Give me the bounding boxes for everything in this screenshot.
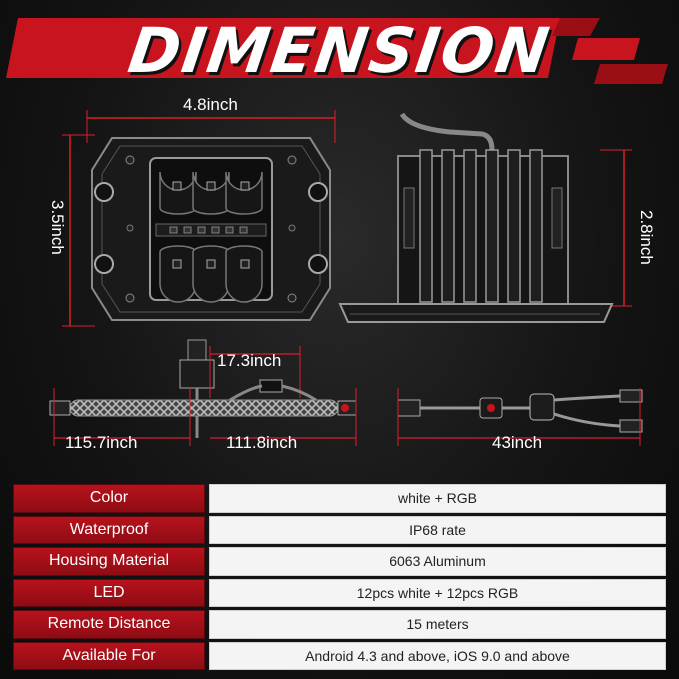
spec-value: IP68 rate bbox=[209, 515, 666, 544]
spec-value: 12pcs white + 12pcs RGB bbox=[209, 578, 666, 607]
spec-row-housing: Housing Material 6063 Aluminum bbox=[13, 547, 666, 576]
spec-label: Housing Material bbox=[13, 547, 205, 576]
spec-value: white + RGB bbox=[209, 484, 666, 513]
middle-cable-label: 111.8inch bbox=[226, 433, 297, 452]
left-cable-label: 115.7inch bbox=[65, 433, 137, 452]
spec-table: Color white + RGB Waterproof IP68 rate H… bbox=[13, 484, 666, 673]
height-label: 3.5inch bbox=[48, 200, 67, 255]
depth-label: 2.8inch bbox=[637, 210, 656, 265]
spec-value: 15 meters bbox=[209, 610, 666, 639]
spec-label: Color bbox=[13, 484, 205, 513]
title-banner bbox=[6, 18, 668, 84]
spec-row-led: LED 12pcs white + 12pcs RGB bbox=[13, 578, 666, 607]
spec-row-waterproof: Waterproof IP68 rate bbox=[13, 515, 666, 544]
front-view bbox=[62, 110, 336, 327]
spec-label: Waterproof bbox=[13, 515, 205, 544]
right-cable-label: 43inch bbox=[492, 433, 542, 452]
spec-label: Available For bbox=[13, 641, 205, 670]
side-view bbox=[338, 112, 632, 323]
spec-value: 6063 Aluminum bbox=[209, 547, 666, 576]
spec-row-color: Color white + RGB bbox=[13, 484, 666, 513]
width-label: 4.8inch bbox=[183, 95, 238, 114]
spec-row-available: Available For Android 4.3 and above, iOS… bbox=[13, 641, 666, 670]
page-title: DIMENSION bbox=[123, 14, 556, 87]
spec-label: Remote Distance bbox=[13, 610, 205, 639]
spec-value: Android 4.3 and above, iOS 9.0 and above bbox=[209, 641, 666, 670]
spec-row-remote: Remote Distance 15 meters bbox=[13, 610, 666, 639]
dimension-diagram: 4.8inch 3.5inch 2.8inch bbox=[48, 95, 656, 452]
spec-label: LED bbox=[13, 578, 205, 607]
wiring-harness bbox=[49, 339, 643, 446]
pigtail-label: 17.3inch bbox=[217, 351, 281, 370]
